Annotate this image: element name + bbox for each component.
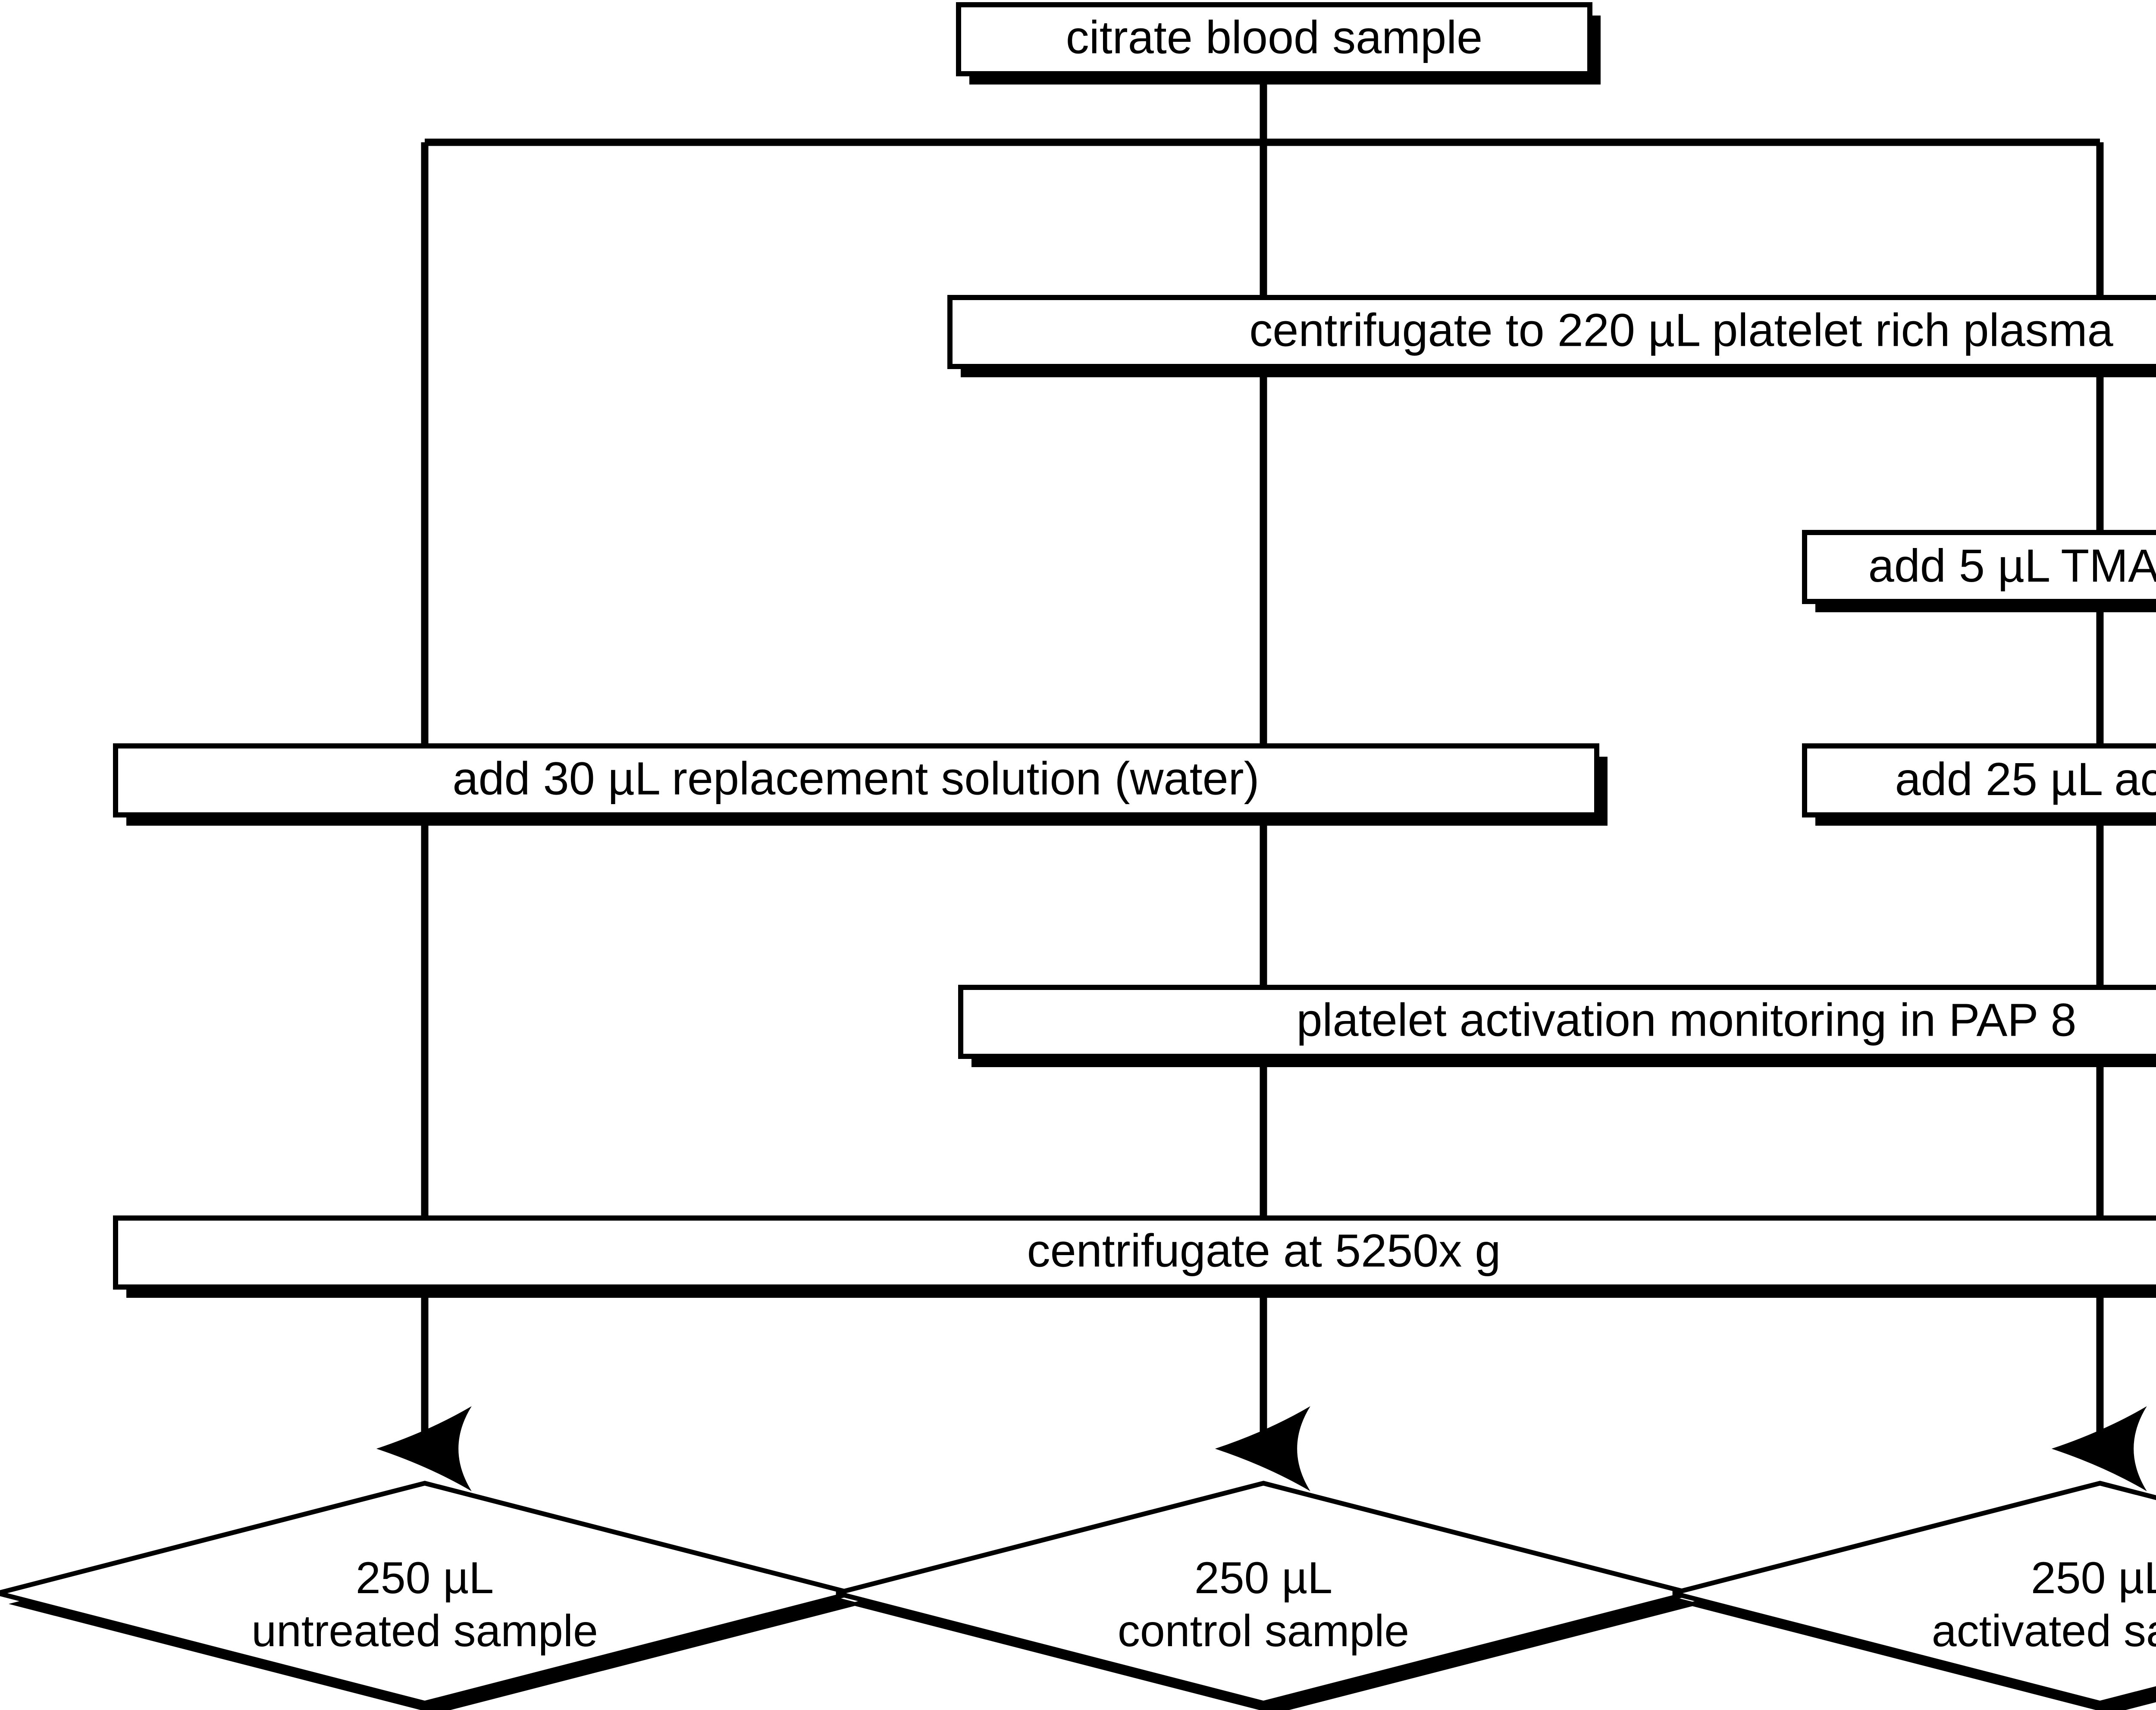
untreated-sample-label-line2: untreated sample — [251, 1606, 598, 1656]
add-activator-label-main: add 25 µL activator — [1895, 753, 2156, 805]
centrifugate-prp-box — [947, 295, 2156, 369]
arrow-connectors — [376, 1287, 2147, 1491]
node-untreated-sample[interactable]: 250 µL untreated sample — [0, 1481, 862, 1710]
control-sample-label-line1: 250 µL — [1194, 1553, 1332, 1603]
activated-sample-diamond — [1672, 1481, 2156, 1706]
node-centrifugate-5250[interactable]: centrifugate at 5250x g — [113, 1215, 2156, 1298]
control-sample-label-line2: control sample — [1118, 1606, 1409, 1656]
node-activated-sample[interactable]: 250 µL activated sample — [1672, 1481, 2156, 1710]
activated-sample-label-line1: 250 µL — [2031, 1553, 2156, 1603]
centrifugate-5250-label: centrifugate at 5250x g — [1027, 1225, 1501, 1277]
node-add-replacement-solution[interactable]: add 30 µL replacement solution (water) — [113, 743, 1608, 826]
activated-sample-label-line2: activated sample — [1932, 1606, 2156, 1656]
untreated-sample-diamond — [0, 1481, 852, 1706]
control-sample-diamond — [836, 1481, 1691, 1706]
add-replacement-solution-label: add 30 µL replacement solution (water) — [452, 752, 1259, 805]
untreated-sample-label-line1: 250 µL — [356, 1553, 494, 1603]
node-add-tmao-spike[interactable]: add 5 µL TMAO spikeA — [1802, 530, 2156, 612]
citrate-blood-sample-label: citrate blood sample — [1066, 11, 1483, 63]
node-control-sample[interactable]: 250 µL control sample — [836, 1481, 1701, 1710]
add-tmao-spike-label: add 5 µL TMAO spikeA — [1868, 536, 2156, 591]
centrifugate-5250-box — [113, 1215, 2156, 1290]
node-add-activator[interactable]: add 25 µL activatorB — [1802, 743, 2156, 826]
add-activator-label: add 25 µL activatorB — [1895, 749, 2156, 805]
node-platelet-activation-monitoring[interactable]: platelet activation monitoring in PAP 8 — [958, 985, 2156, 1067]
add-tmao-spike-label-main: add 5 µL TMAO spike — [1868, 539, 2156, 592]
node-citrate-blood-sample[interactable]: citrate blood sample — [956, 2, 1601, 85]
add-replacement-solution-box — [113, 743, 1599, 817]
add-tmao-spike-box — [1802, 530, 2156, 604]
platelet-activation-monitoring-label: platelet activation monitoring in PAP 8 — [1296, 994, 2076, 1046]
citrate-blood-sample-box — [956, 2, 1592, 76]
centrifugate-prp-label: centrifugate to 220 µL platelet rich pla… — [1249, 304, 2113, 356]
platelet-activation-monitoring-box — [958, 985, 2156, 1059]
node-centrifugate-prp[interactable]: centrifugate to 220 µL platelet rich pla… — [947, 295, 2156, 377]
add-activator-box — [1802, 743, 2156, 817]
